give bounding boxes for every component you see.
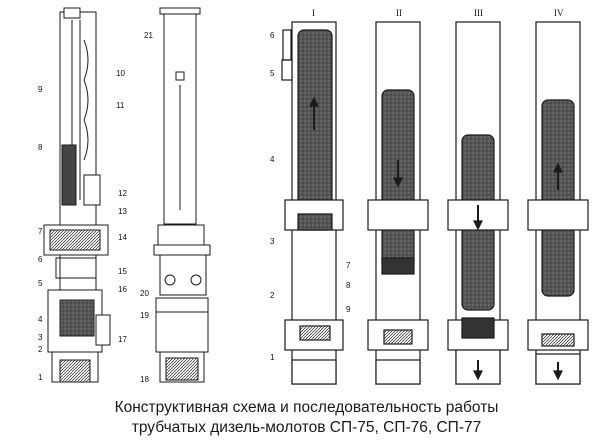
stage-4-view [527, 21, 589, 385]
callout-label: 1 [270, 353, 275, 362]
callout-label: 2 [270, 291, 275, 300]
callout-label: 4 [38, 315, 43, 324]
callout-label: 3 [38, 333, 43, 342]
callout-label: 4 [270, 155, 275, 164]
stage-2-view [367, 21, 429, 385]
roman-numeral: I [312, 8, 315, 18]
diesel-hammer-diagram: I II III IV 1 2 3 4 5 6 7 8 9 10 11 12 1… [38, 7, 589, 385]
callout-label: 3 [270, 237, 275, 246]
callout-label: 12 [118, 189, 127, 198]
stage-1-labels: 1 2 3 4 5 6 7 8 9 [270, 31, 351, 362]
callout-label: 10 [116, 69, 125, 78]
callout-label: 11 [116, 101, 125, 110]
callout-label: 6 [38, 255, 43, 264]
callout-label: 19 [140, 311, 149, 320]
callout-label: 5 [270, 69, 275, 78]
caption-line: Конструктивная схема и последовательност… [114, 399, 499, 416]
diagram-caption: Конструктивная схема и последовательност… [0, 398, 613, 438]
callout-label: 16 [118, 285, 127, 294]
callout-label: 13 [118, 207, 127, 216]
callout-label: 9 [346, 305, 351, 314]
caption-line: трубчатых дизель-молотов СП-75, СП-76, С… [131, 419, 482, 436]
callout-label: 8 [38, 143, 43, 152]
callout-label: 21 [144, 31, 153, 40]
roman-numeral: II [396, 8, 402, 18]
roman-numeral: III [474, 8, 483, 18]
callout-label: 20 [140, 289, 149, 298]
callout-label: 15 [118, 267, 127, 276]
left-view-labels: 1 2 3 4 5 6 7 8 9 10 11 12 13 14 15 16 1… [38, 69, 127, 382]
callout-label: 2 [38, 345, 43, 354]
callout-label: 7 [38, 227, 43, 236]
roman-numerals: I II III IV [312, 8, 564, 18]
roman-numeral: IV [554, 8, 564, 18]
center-exterior-view [153, 7, 211, 383]
callout-label: 14 [118, 233, 127, 242]
callout-label: 18 [140, 375, 149, 384]
callout-label: 1 [38, 373, 43, 382]
callout-label: 6 [270, 31, 275, 40]
callout-label: 17 [118, 335, 127, 344]
left-section-view [43, 7, 111, 383]
callout-label: 5 [38, 279, 43, 288]
stage-3-view [447, 21, 509, 385]
center-view-labels: 18 19 20 21 [140, 31, 153, 384]
callout-label: 9 [38, 85, 43, 94]
callout-label: 7 [346, 261, 351, 270]
stage-1-view [281, 21, 344, 385]
callout-label: 8 [346, 281, 351, 290]
